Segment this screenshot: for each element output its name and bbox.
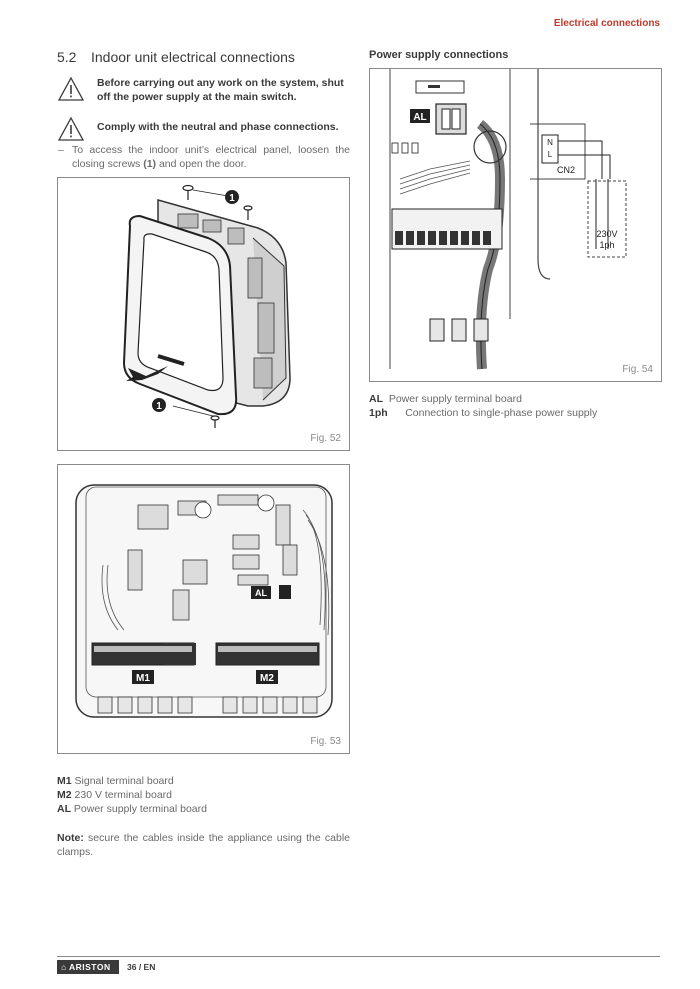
figure-caption: Fig. 52: [310, 433, 341, 444]
legend-code: M2: [57, 789, 72, 801]
warning-text: Comply with the neutral and phase connec…: [97, 121, 339, 133]
section-heading: Indoor unit electrical connections: [91, 49, 295, 65]
note-paragraph: Note: secure the cables inside the appli…: [57, 831, 350, 859]
legend-row: AL Power supply terminal board: [369, 392, 597, 406]
label-cn2: CN2: [557, 165, 575, 175]
list-dash: –: [58, 144, 64, 156]
power-supply-heading: Power supply connections: [369, 49, 509, 61]
legend-desc: Power supply terminal board: [388, 393, 522, 405]
label-m1: M1: [136, 673, 150, 684]
section-number: 5.2: [57, 49, 77, 65]
legend-row: M1 Signal terminal board: [57, 774, 207, 788]
legend-desc: Signal terminal board: [74, 775, 174, 787]
indoor-unit-door-illustration: 1 1: [122, 184, 291, 428]
terminal-l: L: [548, 150, 553, 159]
legend-desc: Connection to single-phase power supply: [405, 407, 598, 419]
electrical-panel-illustration: M1 M2 AL: [75, 484, 333, 718]
note-label: Note:: [57, 832, 84, 844]
terminal-n: N: [547, 138, 553, 147]
legend-row: 1ph Connection to single-phase power sup…: [369, 406, 597, 420]
legend-code: AL: [369, 393, 383, 405]
legend-desc: 230 V terminal board: [74, 789, 172, 801]
figure-52: 1 1 Fig. 52: [57, 177, 350, 451]
label-al: AL: [413, 112, 426, 123]
callout-1-bottom: 1: [156, 401, 162, 412]
running-header: Electrical connections: [553, 18, 660, 29]
figure-caption: Fig. 53: [310, 736, 341, 747]
power-supply-wiring-illustration: N L CN2 230V 1ph AL: [389, 69, 627, 370]
legend-row: AL Power supply terminal board: [57, 802, 207, 816]
brand-name: ARISTON: [69, 962, 111, 972]
warning-icon: [57, 76, 85, 101]
instruction-step: – To access the indoor unit’s electrical…: [58, 143, 350, 171]
warning-text: Before carrying out any work on the syst…: [97, 77, 344, 103]
warning-icon: [57, 116, 85, 141]
callout-1: 1: [229, 193, 235, 204]
house-icon: ⌂: [61, 962, 67, 972]
warning-block: Comply with the neutral and phase connec…: [57, 116, 352, 141]
note-text: secure the cables inside the appliance u…: [57, 832, 350, 858]
brand-logo: ⌂ARISTON: [57, 960, 119, 974]
label-voltage: 230V: [596, 229, 617, 239]
legend-desc: Power supply terminal board: [73, 803, 207, 815]
footer-rule: [57, 956, 660, 957]
legend-row: M2 230 V terminal board: [57, 788, 207, 802]
warning-block: Before carrying out any work on the syst…: [57, 76, 352, 104]
label-m2: M2: [260, 673, 274, 684]
legend-left: M1 Signal terminal board M2 230 V termin…: [57, 774, 207, 816]
figure-caption: Fig. 54: [622, 364, 653, 375]
figure-54: N L CN2 230V 1ph AL Fig. 54: [369, 68, 662, 382]
figure-53: M1 M2 AL Fig. 53: [57, 464, 350, 754]
label-al: AL: [255, 588, 267, 598]
page-number: 36 / EN: [127, 962, 156, 972]
legend-right: AL Power supply terminal board 1ph Conne…: [369, 392, 597, 420]
section-title: 5.2 Indoor unit electrical connections: [57, 49, 295, 65]
legend-code: M1: [57, 775, 72, 787]
step-text: To access the indoor unit’s electrical p…: [72, 144, 350, 170]
label-phase: 1ph: [599, 240, 614, 250]
legend-code: 1ph: [369, 407, 388, 419]
step-text-end: and open the door.: [156, 158, 247, 170]
legend-code: AL: [57, 803, 71, 815]
step-ref: (1): [143, 158, 157, 170]
